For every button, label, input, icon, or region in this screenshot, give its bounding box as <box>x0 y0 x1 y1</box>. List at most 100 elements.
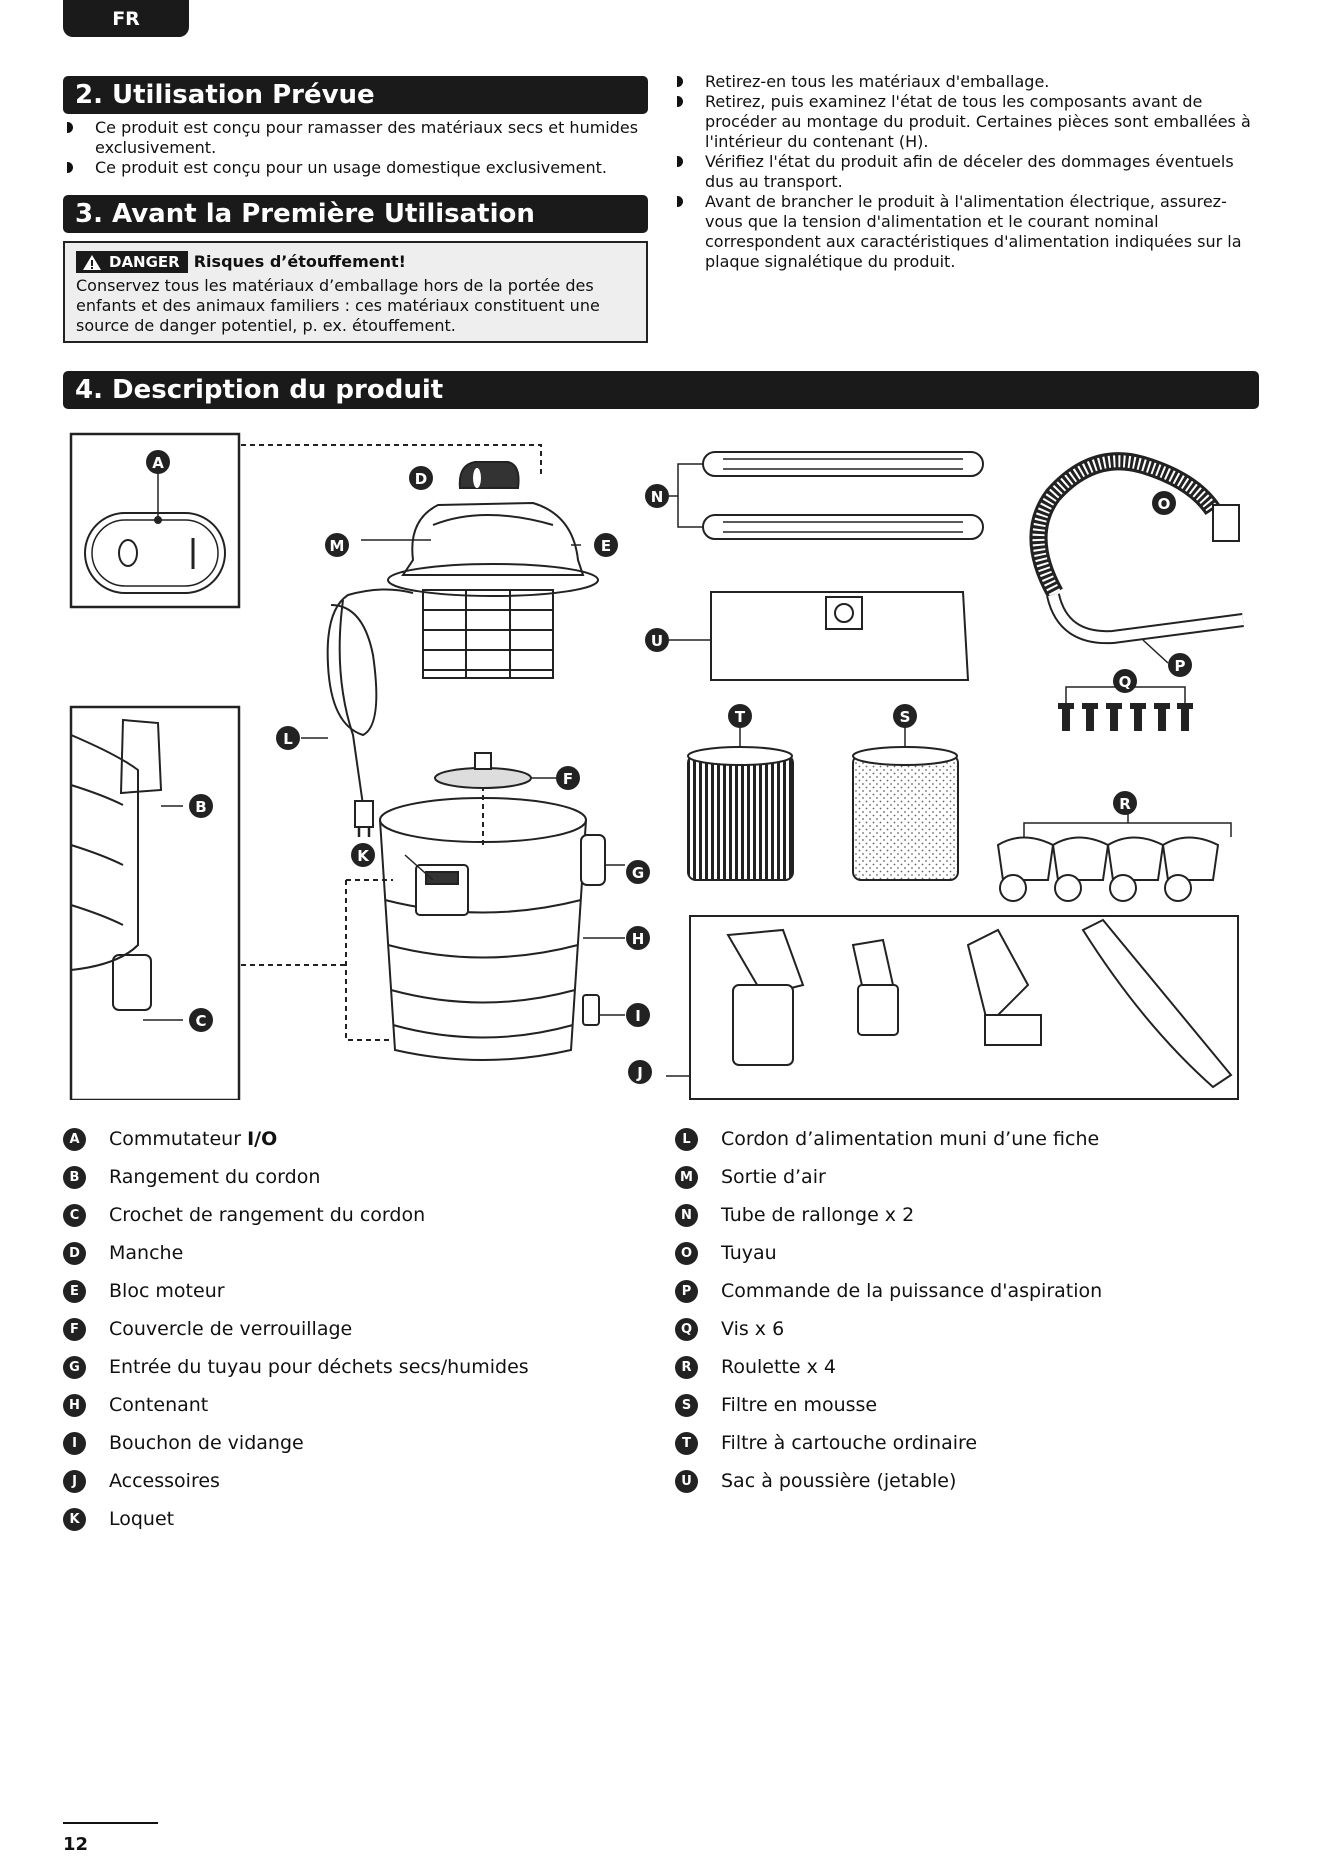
legend-item: E Bloc moteur <box>63 1272 623 1310</box>
legend-label: Vis x 6 <box>721 1318 784 1340</box>
letter-badge: B <box>63 1166 86 1189</box>
letter-badge: N <box>675 1204 698 1227</box>
legend-label: Entrée du tuyau pour déchets secs/humide… <box>109 1356 529 1378</box>
legend-label: Filtre à cartouche ordinaire <box>721 1432 977 1454</box>
letter-badge: Q <box>675 1318 698 1341</box>
letter-badge: D <box>63 1242 86 1265</box>
legend-label-bold: I/O <box>247 1128 277 1150</box>
product-diagram: O I A B C D E F G H I J K L M N O P Q R … <box>63 425 1263 1100</box>
svg-text:U: U <box>651 632 663 650</box>
letter-badge: L <box>675 1128 698 1151</box>
danger-warning-box: DANGER Risques d’étouffement! Conservez … <box>63 241 648 343</box>
legend-label: Manche <box>109 1242 183 1264</box>
svg-text:O: O <box>1158 495 1171 513</box>
svg-text:S: S <box>900 708 911 726</box>
callout-q: Q <box>1113 669 1137 693</box>
list-item: Ce produit est conçu pour ramasser des m… <box>63 118 648 158</box>
legend-item: S Filtre en mousse <box>675 1386 1265 1424</box>
section-2-title: 2. Utilisation Prévue <box>63 76 648 114</box>
callout-m: M <box>325 533 349 557</box>
letter-badge: S <box>675 1394 698 1417</box>
legend-label: Contenant <box>109 1394 208 1416</box>
letter-badge: E <box>63 1280 86 1303</box>
list-item: Retirez, puis examinez l'état de tous le… <box>673 92 1263 152</box>
danger-title: Risques d’étouffement! <box>194 252 406 272</box>
letter-badge: U <box>675 1470 698 1493</box>
callout-a: A <box>146 450 170 474</box>
legend-label: Sac à poussière (jetable) <box>721 1470 956 1492</box>
footer-rule <box>63 1822 158 1824</box>
legend-label: Commutateur <box>109 1128 247 1150</box>
legend-item: H Contenant <box>63 1386 623 1424</box>
callout-d: D <box>409 466 433 490</box>
legend-item: P Commande de la puissance d'aspiration <box>675 1272 1265 1310</box>
callout-g: G <box>626 860 650 884</box>
letter-badge: M <box>675 1166 698 1189</box>
callout-u: U <box>645 628 669 652</box>
svg-text:D: D <box>415 470 427 488</box>
legend-label: Loquet <box>109 1508 174 1530</box>
legend-label: Crochet de rangement du cordon <box>109 1204 425 1226</box>
letter-badge: I <box>63 1432 86 1455</box>
letter-badge: H <box>63 1394 86 1417</box>
callout-h: H <box>626 926 650 950</box>
legend-item: M Sortie d’air <box>675 1158 1265 1196</box>
callout-o: O <box>1152 491 1176 515</box>
legend-label: Roulette x 4 <box>721 1356 836 1378</box>
legend-label: Sortie d’air <box>721 1166 826 1188</box>
list-item: Avant de brancher le produit à l'aliment… <box>673 192 1263 272</box>
legend-item: R Roulette x 4 <box>675 1348 1265 1386</box>
legend-label: Filtre en mousse <box>721 1394 877 1416</box>
callout-e: E <box>594 533 618 557</box>
callout-p: P <box>1168 653 1192 677</box>
callout-f: F <box>556 766 580 790</box>
page-number: 12 <box>63 1834 88 1855</box>
legend-item: Q Vis x 6 <box>675 1310 1265 1348</box>
svg-text:P: P <box>1175 657 1186 675</box>
letter-badge: P <box>675 1280 698 1303</box>
warning-triangle-icon <box>82 254 102 271</box>
legend-label: Bloc moteur <box>109 1280 225 1302</box>
svg-text:B: B <box>195 798 206 816</box>
svg-text:T: T <box>735 708 746 726</box>
letter-badge: J <box>63 1470 86 1493</box>
list-item: Ce produit est conçu pour un usage domes… <box>63 158 648 178</box>
callout-r: R <box>1113 791 1137 815</box>
svg-text:R: R <box>1119 795 1131 813</box>
legend-label: Tuyau <box>721 1242 777 1264</box>
letter-badge: R <box>675 1356 698 1379</box>
section-4-title: 4. Description du produit <box>63 371 1259 409</box>
svg-text:M: M <box>330 537 345 555</box>
svg-text:Q: Q <box>1119 673 1132 691</box>
callout-b: B <box>189 794 213 818</box>
svg-text:K: K <box>357 847 370 865</box>
callout-s: S <box>893 704 917 728</box>
legend-item: I Bouchon de vidange <box>63 1424 623 1462</box>
svg-text:G: G <box>632 864 644 882</box>
language-tab: FR <box>63 0 189 37</box>
callout-n: N <box>645 484 669 508</box>
letter-badge: T <box>675 1432 698 1455</box>
legend-item: O Tuyau <box>675 1234 1265 1272</box>
svg-text:L: L <box>283 730 293 748</box>
svg-text:I: I <box>635 1007 641 1025</box>
legend-label: Commande de la puissance d'aspiration <box>721 1280 1102 1302</box>
letter-badge: O <box>675 1242 698 1265</box>
legend-item: G Entrée du tuyau pour déchets secs/humid… <box>63 1348 623 1386</box>
danger-text: Conservez tous les matériaux d’emballage… <box>76 276 636 336</box>
legend-item: U Sac à poussière (jetable) <box>675 1462 1265 1500</box>
letter-badge: G <box>63 1356 86 1379</box>
danger-label: DANGER <box>109 252 180 272</box>
letter-badge: F <box>63 1318 86 1341</box>
letter-badge: A <box>63 1128 86 1151</box>
section-3-list: Retirez-en tous les matériaux d'emballag… <box>673 72 1263 272</box>
svg-text:A: A <box>152 454 164 472</box>
legend-label: Bouchon de vidange <box>109 1432 304 1454</box>
